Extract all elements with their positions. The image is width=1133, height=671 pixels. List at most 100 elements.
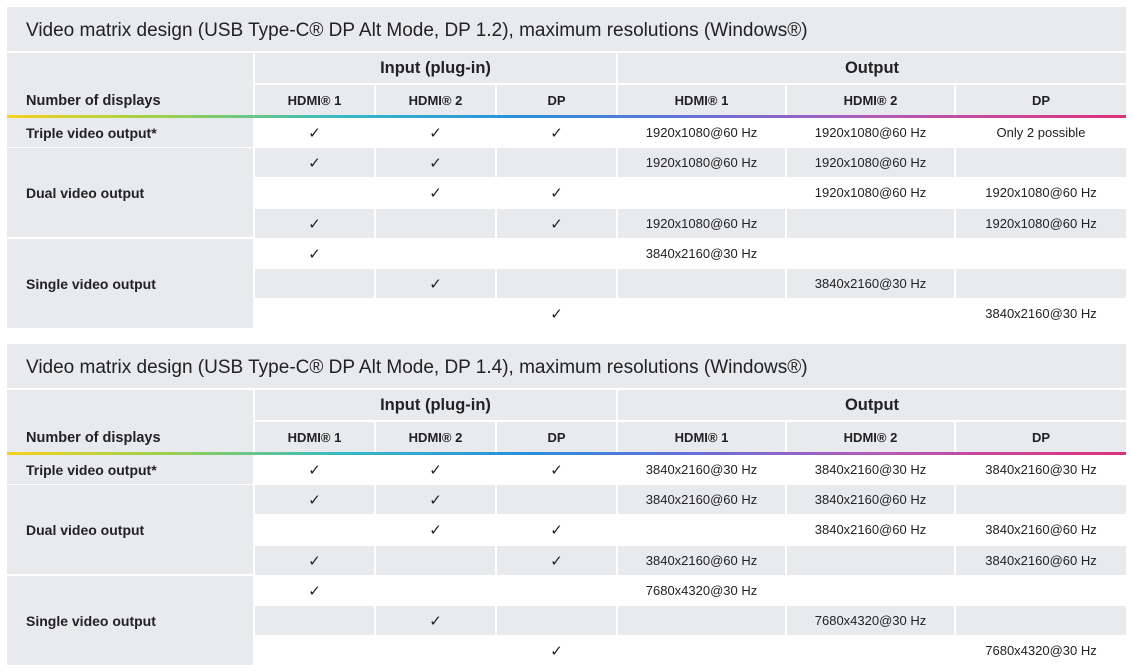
header-divider xyxy=(7,115,1126,118)
output-resolution-cell: 3840x2160@30 Hz xyxy=(618,239,785,268)
video-matrix-table-dp14: Video matrix design (USB Type-C® DP Alt … xyxy=(7,344,1126,665)
output-resolution-cell xyxy=(787,576,954,605)
input-column-header: HDMI® 2 xyxy=(376,85,495,115)
input-check-cell: ✓ xyxy=(497,118,616,147)
input-check-cell xyxy=(376,546,495,575)
input-check-cell xyxy=(497,576,616,605)
input-check-cell xyxy=(497,239,616,268)
input-check-cell: ✓ xyxy=(255,239,374,268)
output-column-header: HDMI® 2 xyxy=(787,85,954,115)
input-check-cell xyxy=(376,299,495,328)
output-resolution-cell xyxy=(956,269,1126,298)
input-check-cell: ✓ xyxy=(255,455,374,484)
output-resolution-cell: 1920x1080@60 Hz xyxy=(787,148,954,177)
output-resolution-cell xyxy=(956,148,1126,177)
output-column-header: DP xyxy=(956,422,1126,452)
video-matrix-table-dp12: Video matrix design (USB Type-C® DP Alt … xyxy=(7,7,1126,328)
input-check-cell: ✓ xyxy=(497,209,616,238)
input-check-cell: ✓ xyxy=(255,148,374,177)
input-check-cell: ✓ xyxy=(497,299,616,328)
output-resolution-cell xyxy=(787,546,954,575)
output-resolution-cell xyxy=(618,636,785,665)
header-divider xyxy=(7,452,1126,455)
output-resolution-cell xyxy=(618,178,785,207)
output-resolution-cell: Only 2 possible xyxy=(956,118,1126,147)
output-resolution-cell: 1920x1080@60 Hz xyxy=(787,118,954,147)
input-check-cell xyxy=(376,576,495,605)
input-group-header: Input (plug-in) xyxy=(255,390,616,420)
input-check-cell xyxy=(255,515,374,544)
output-column-header: HDMI® 1 xyxy=(618,422,785,452)
row-group-label: Triple video output* xyxy=(7,118,253,147)
input-check-cell: ✓ xyxy=(376,606,495,635)
input-check-cell: ✓ xyxy=(497,178,616,207)
output-resolution-cell xyxy=(787,299,954,328)
input-check-cell: ✓ xyxy=(376,178,495,207)
input-check-cell: ✓ xyxy=(497,455,616,484)
input-check-cell xyxy=(497,269,616,298)
input-check-cell: ✓ xyxy=(497,636,616,665)
input-group-header: Input (plug-in) xyxy=(255,53,616,83)
input-check-cell xyxy=(376,209,495,238)
output-resolution-cell: 7680x4320@30 Hz xyxy=(956,636,1126,665)
input-check-cell xyxy=(376,239,495,268)
output-group-header: Output xyxy=(618,53,1126,83)
output-resolution-cell xyxy=(956,485,1126,514)
output-resolution-cell xyxy=(956,576,1126,605)
output-resolution-cell xyxy=(618,515,785,544)
row-group-label: Single video output xyxy=(7,239,253,328)
input-column-header: DP xyxy=(497,85,616,115)
input-check-cell: ✓ xyxy=(255,485,374,514)
input-check-cell: ✓ xyxy=(255,546,374,575)
output-resolution-cell: 3840x2160@60 Hz xyxy=(787,515,954,544)
row-group-label: Triple video output* xyxy=(7,455,253,484)
input-column-header: HDMI® 1 xyxy=(255,85,374,115)
input-check-cell: ✓ xyxy=(376,485,495,514)
input-check-cell xyxy=(376,636,495,665)
row-group-label: Single video output xyxy=(7,576,253,665)
row-group-label: Dual video output xyxy=(7,485,253,574)
input-check-cell: ✓ xyxy=(497,515,616,544)
input-column-header: DP xyxy=(497,422,616,452)
output-resolution-cell: 1920x1080@60 Hz xyxy=(618,118,785,147)
number-of-displays-header: Number of displays xyxy=(7,53,253,115)
output-resolution-cell: 1920x1080@60 Hz xyxy=(618,148,785,177)
output-resolution-cell: 7680x4320@30 Hz xyxy=(618,576,785,605)
output-resolution-cell: 3840x2160@30 Hz xyxy=(787,455,954,484)
output-resolution-cell: 1920x1080@60 Hz xyxy=(618,209,785,238)
input-check-cell: ✓ xyxy=(255,118,374,147)
output-resolution-cell xyxy=(787,636,954,665)
output-column-header: HDMI® 1 xyxy=(618,85,785,115)
input-column-header: HDMI® 1 xyxy=(255,422,374,452)
output-resolution-cell: 3840x2160@60 Hz xyxy=(618,546,785,575)
input-check-cell: ✓ xyxy=(376,455,495,484)
table-title: Video matrix design (USB Type-C® DP Alt … xyxy=(7,7,1126,51)
output-group-header: Output xyxy=(618,390,1126,420)
input-check-cell xyxy=(255,636,374,665)
output-resolution-cell: 3840x2160@60 Hz xyxy=(956,546,1126,575)
output-resolution-cell xyxy=(618,299,785,328)
input-check-cell: ✓ xyxy=(376,118,495,147)
output-resolution-cell: 3840x2160@60 Hz xyxy=(787,485,954,514)
output-resolution-cell xyxy=(956,606,1126,635)
input-check-cell: ✓ xyxy=(376,269,495,298)
input-check-cell xyxy=(497,148,616,177)
input-check-cell xyxy=(255,606,374,635)
output-column-header: DP xyxy=(956,85,1126,115)
output-resolution-cell xyxy=(787,209,954,238)
table-title: Video matrix design (USB Type-C® DP Alt … xyxy=(7,344,1126,388)
output-resolution-cell: 3840x2160@30 Hz xyxy=(956,299,1126,328)
input-check-cell: ✓ xyxy=(497,546,616,575)
output-resolution-cell: 3840x2160@60 Hz xyxy=(956,515,1126,544)
output-resolution-cell: 1920x1080@60 Hz xyxy=(787,178,954,207)
input-check-cell: ✓ xyxy=(255,209,374,238)
output-resolution-cell: 7680x4320@30 Hz xyxy=(787,606,954,635)
row-group-label: Dual video output xyxy=(7,148,253,237)
input-check-cell: ✓ xyxy=(376,148,495,177)
input-column-header: HDMI® 2 xyxy=(376,422,495,452)
output-resolution-cell: 1920x1080@60 Hz xyxy=(956,209,1126,238)
output-column-header: HDMI® 2 xyxy=(787,422,954,452)
input-check-cell xyxy=(497,485,616,514)
output-resolution-cell: 3840x2160@30 Hz xyxy=(618,455,785,484)
output-resolution-cell xyxy=(618,269,785,298)
